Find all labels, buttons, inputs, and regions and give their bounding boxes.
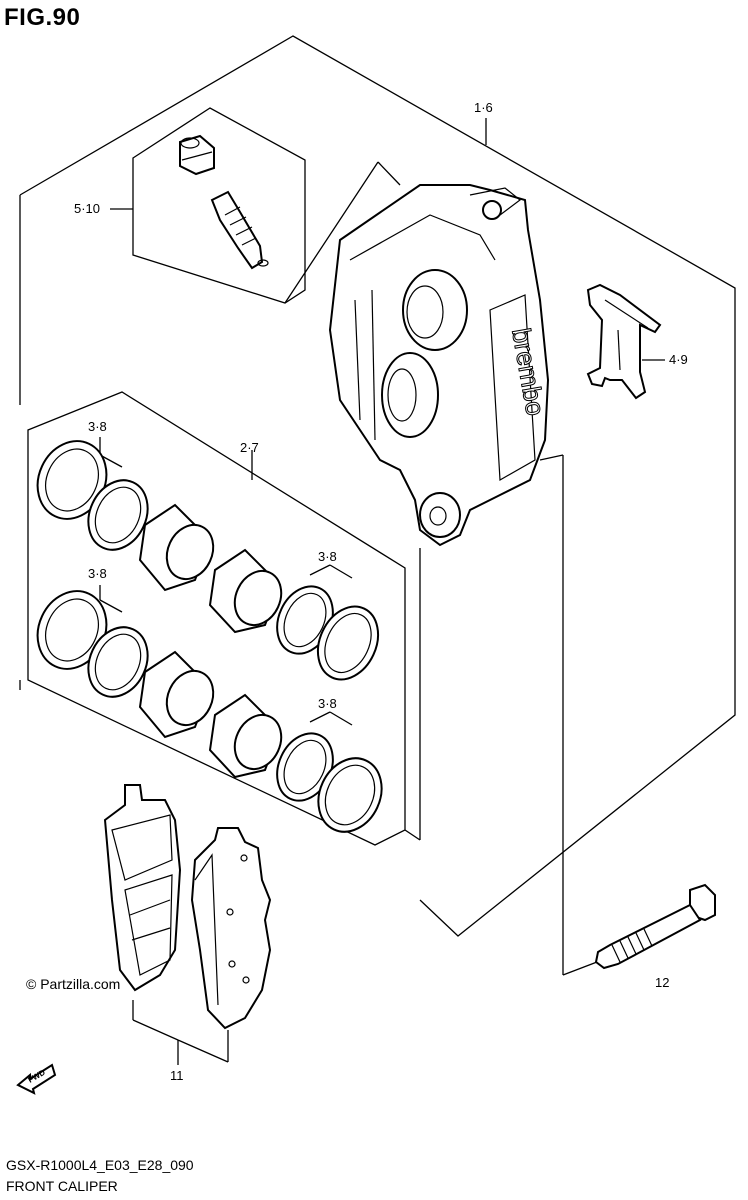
piston [208, 548, 283, 634]
callout-bleeder-kit: 5·10 [74, 201, 101, 216]
bleeder-kit-box [132, 107, 401, 304]
callout-caliper-assy: 1·6 [474, 100, 493, 115]
callout-pad-spring: 4·9 [669, 352, 688, 367]
main-assembly-outline [19, 35, 736, 937]
callout-piston-set: 2·7 [240, 440, 259, 455]
figure-caption: FRONT CALIPER [6, 1178, 118, 1194]
watermark-text: © Partzilla.com [26, 976, 121, 992]
bleeder-cap [179, 134, 215, 176]
caliper-body: brembo [328, 184, 551, 547]
piston [208, 693, 283, 779]
bleeder-screw [210, 190, 269, 270]
leader-pads [132, 1000, 229, 1065]
caliper-bolt [594, 883, 716, 970]
brake-pad-rear [190, 827, 272, 1030]
piston-set-box [27, 391, 421, 846]
fwd-arrow-icon: FWD [16, 1063, 57, 1095]
piston [138, 503, 215, 592]
callout-pads: 11 [170, 1068, 184, 1083]
seal-ring [316, 605, 380, 681]
seal-ring [87, 479, 149, 551]
callout-seal-c: 3·8 [318, 549, 337, 564]
callout-seal-d: 3·8 [318, 696, 337, 711]
pad-spring [586, 283, 662, 400]
callout-seal-b: 3·8 [88, 566, 107, 581]
seal-ring [317, 757, 383, 833]
leader-bolt-bottom [562, 961, 598, 976]
figure-title: FIG.90 [4, 4, 81, 31]
callout-bolt: 12 [655, 975, 670, 990]
piston [138, 650, 215, 739]
leader-bolt-top [539, 454, 564, 461]
callout-seal-a: 3·8 [88, 419, 107, 434]
brake-pad-front [103, 784, 182, 992]
seal-ring [276, 732, 334, 802]
seal-ring [87, 626, 149, 698]
model-code: GSX-R1000L4_E03_E28_090 [6, 1157, 194, 1173]
